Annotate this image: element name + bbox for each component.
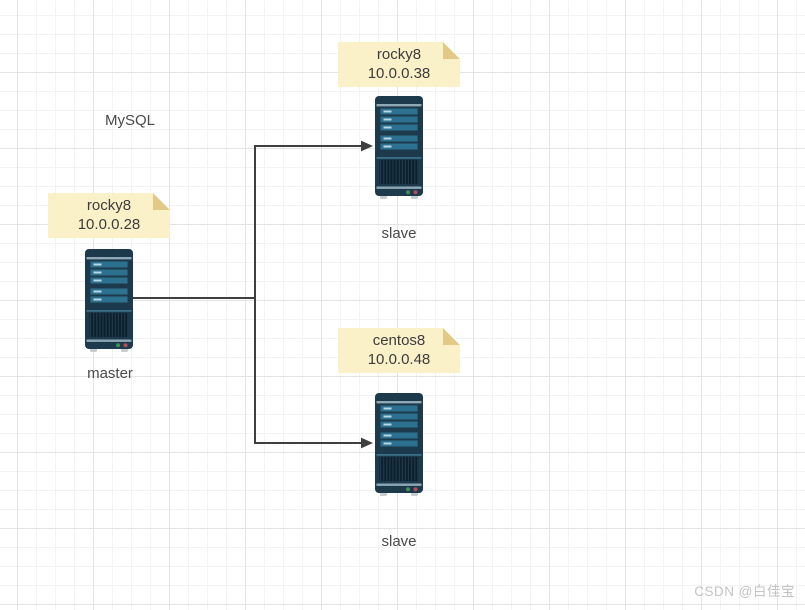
server-icon-slave2 xyxy=(375,393,423,497)
sticky-note-slave1: rocky8 10.0.0.38 xyxy=(338,42,460,87)
master-label: master xyxy=(87,365,133,382)
arrowhead-icon xyxy=(361,437,373,449)
connector-master-to-slave2 xyxy=(254,298,373,449)
mysql-title-label: MySQL xyxy=(104,112,155,129)
note-hostname: centos8 xyxy=(372,332,426,349)
server-icon-slave1 xyxy=(375,96,423,200)
note-hostname: rocky8 xyxy=(376,46,422,63)
arrowhead-icon xyxy=(361,140,373,152)
note-ip: 10.0.0.38 xyxy=(367,65,431,82)
sticky-note-master: rocky8 10.0.0.28 xyxy=(48,193,170,238)
csdn-watermark: CSDN @白佳宝 xyxy=(694,584,795,599)
slave1-label: slave xyxy=(381,225,417,242)
note-fold-corner-icon xyxy=(443,42,460,59)
slave2-label: slave xyxy=(381,533,417,550)
note-fold-corner-icon xyxy=(153,193,170,210)
sticky-note-slave2: centos8 10.0.0.48 xyxy=(338,328,460,373)
note-hostname: rocky8 xyxy=(86,197,132,214)
server-icon-master xyxy=(85,249,133,353)
note-ip: 10.0.0.28 xyxy=(77,216,141,233)
note-fold-corner-icon xyxy=(443,328,460,345)
note-ip: 10.0.0.48 xyxy=(367,351,431,368)
